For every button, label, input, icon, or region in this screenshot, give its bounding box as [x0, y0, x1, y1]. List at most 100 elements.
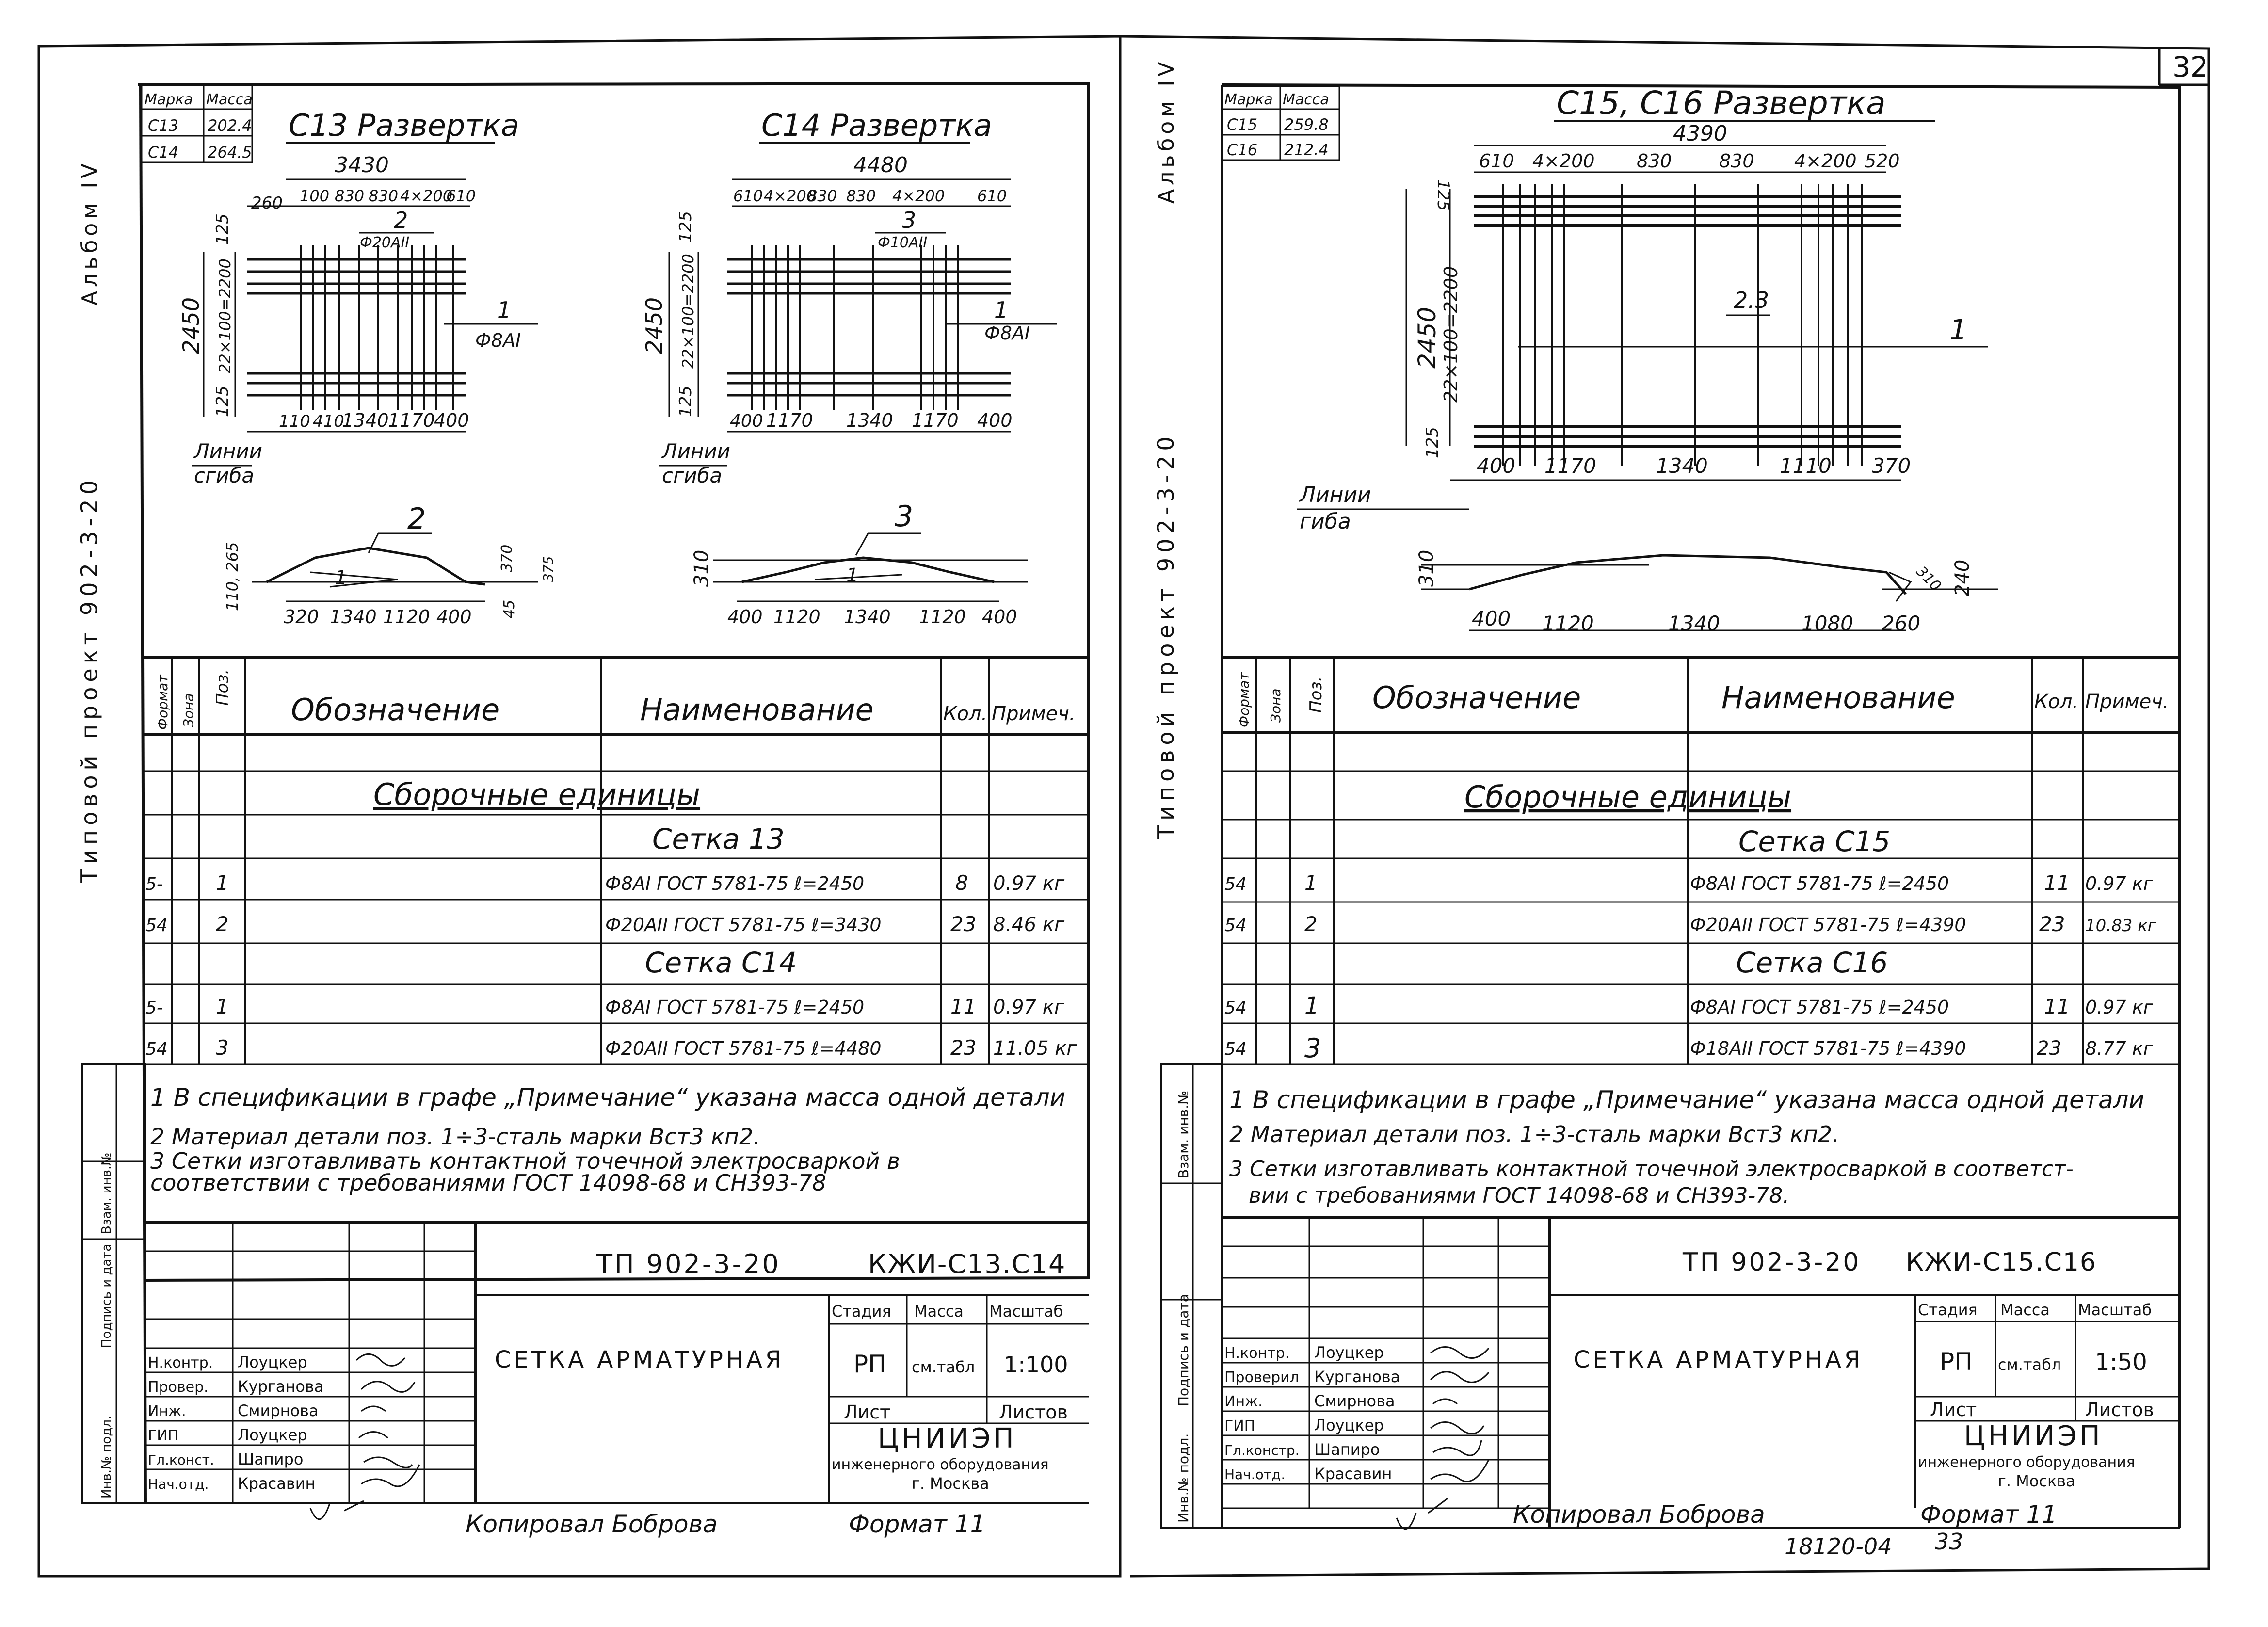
c13-top-dim-3: 830: [335, 187, 364, 205]
c15-prof-bot-4: 1080: [1802, 612, 1853, 635]
r-spec-hdr-format: Формат: [1236, 672, 1252, 727]
c15-top-dim-4: 830: [1719, 150, 1754, 172]
r-spec-hdr-designation: Обозначение: [1372, 680, 1581, 715]
c14-top-dim-5: 4×200: [892, 187, 945, 205]
spec-row-2: 54 2 Ф20АII ГОСТ 5781-75 ℓ=3430 23 8.46 …: [145, 912, 1065, 936]
c15-bend-label-2: гиба: [1300, 509, 1351, 534]
r-spec-row-1: 54 1 Ф8АI ГОСТ 5781-75 ℓ=2450 11 0.97 кг: [1224, 871, 2154, 895]
right-title-block: ТП 902-3-20 КЖИ-С15.С16 СЕТКА АРМАТУРНАЯ…: [1222, 1216, 2180, 1530]
right-notes: 1 В спецификации в графе „Примечание“ ук…: [1229, 1086, 2144, 1208]
c15-mesh-trans: [1502, 184, 1863, 466]
r-spec-row-3-format: 54: [1224, 998, 1247, 1018]
mass-c14-mark: С14: [148, 143, 178, 161]
c13-bot-dim-1: 110: [279, 412, 310, 431]
left-person-1: Лоуцкер: [238, 1353, 307, 1371]
c14-prof-bot-1: 400: [727, 606, 763, 628]
spec-row-3: 5- 1 Ф8АI ГОСТ 5781-75 ℓ=2450 11 0.97 кг: [145, 995, 1065, 1018]
r-spec-row-2-qty: 23: [2039, 912, 2065, 936]
right-footer-number: 18120-04: [1785, 1533, 1892, 1560]
left-role-2: Провер.: [148, 1379, 209, 1396]
c14-top-dim-1: 610: [733, 187, 763, 205]
c14-edge-top: 125: [676, 211, 695, 242]
c15-bar-23: 2.3: [1734, 287, 1769, 313]
c14-mesh-trans: [751, 245, 959, 410]
r-spec-row-4-note: 8.77 кг: [2085, 1038, 2154, 1059]
spec-row-2-format: 54: [145, 916, 168, 935]
r-spec-row-2-pos: 2: [1304, 912, 1318, 936]
left-tb-org-sub: инженерного оборудования: [832, 1456, 1049, 1473]
sheet-number: 32: [2172, 50, 2208, 83]
spec-row-4-pos: 3: [216, 1036, 229, 1060]
c15-height-total: 2450: [1413, 307, 1441, 369]
right-note-3: 3 Сетки изготавливать контактной точечно…: [1229, 1157, 2074, 1181]
c14-drawing: С14 Развертка 4480 610 4×200 830 830 4×2…: [641, 108, 1057, 628]
c14-bend-label-2: сгиба: [662, 464, 722, 487]
right-person-5: Шапиро: [1314, 1440, 1380, 1459]
right-person-1: Лоуцкер: [1314, 1343, 1384, 1362]
right-stamp-inv: Инв.№ подл.: [1175, 1434, 1191, 1523]
right-tb-code: ТП 902-3-20: [1682, 1248, 1861, 1277]
c14-prof-bot-4: 1120: [919, 606, 966, 628]
c15-bot-dim-4: 1110: [1780, 454, 1832, 478]
c13-profile-inner: 1: [335, 567, 347, 589]
left-tb-name: СЕТКА АРМАТУРНАЯ: [495, 1346, 784, 1373]
c13-top-dim-4: 830: [369, 187, 398, 205]
c13-drawing: С13 Развертка 3430 260 100 830 830 4×200…: [178, 108, 556, 628]
left-tb-scale-hdr: Масштаб: [989, 1302, 1063, 1321]
r-spec-group-1-name: Сетка С15: [1738, 825, 1890, 858]
c13-bar2-label: 2: [394, 207, 408, 233]
right-stamp-replace: Взам. инв.№: [1175, 1091, 1191, 1178]
c14-top-dim-3: 830: [807, 187, 837, 205]
left-note-3: 3 Сетки изготавливать контактной точечно…: [150, 1148, 900, 1174]
c15-prof-bot-2: 1120: [1542, 612, 1594, 635]
spec-row-4-note: 11.05 кг: [993, 1037, 1077, 1060]
c13-bot-dim-2: 410: [313, 412, 344, 431]
right-footer-format: Формат 11: [1920, 1500, 2057, 1529]
right-role-3: Инж.: [1224, 1393, 1263, 1410]
mass-hdr-mass: Масса: [206, 91, 253, 108]
r-spec-row-3-name: Ф8АI ГОСТ 5781-75 ℓ=2450: [1690, 997, 1949, 1018]
c15-title: С15, С16 Развертка: [1557, 84, 1886, 122]
r-spec-group-2-name: Сетка С16: [1736, 946, 1888, 979]
spec-row-2-pos: 2: [216, 912, 229, 936]
spec-row-3-qty: 11: [950, 995, 976, 1018]
right-tb-stage: РП: [1940, 1348, 1973, 1376]
right-stamp-sign: Подпись и дата: [1175, 1294, 1191, 1406]
spec-row-2-name: Ф20АII ГОСТ 5781-75 ℓ=3430: [605, 914, 882, 935]
right-sheet: Альбом IV Типовой проект 902-3-20 Марка …: [1153, 58, 2181, 1560]
c15-top-dim-6: 520: [1865, 150, 1900, 172]
left-person-5: Шапиро: [238, 1450, 303, 1468]
left-stamp-replace: Взам. инв.№: [99, 1153, 114, 1234]
right-tb-sheets-hdr: Листов: [2085, 1399, 2154, 1420]
c13-edge-bottom: 125: [213, 386, 232, 417]
right-role-4: ГИП: [1224, 1418, 1255, 1434]
right-tb-city: г. Москва: [1998, 1472, 2075, 1490]
c14-prof-bot-3: 1340: [844, 606, 891, 628]
c14-bot-dim-2: 1170: [766, 410, 813, 431]
r-spec-row-1-format: 54: [1224, 874, 1247, 894]
spec-row-3-format: 5-: [145, 998, 163, 1018]
spec-row-1-pos: 1: [216, 871, 229, 895]
left-role-5: Гл.конст.: [148, 1452, 214, 1468]
c15-bend-label: Линии: [1299, 483, 1371, 507]
right-footer-page: 33: [1935, 1529, 1963, 1555]
c14-prof-bot-2: 1120: [773, 606, 820, 628]
c15-bot-dim-1: 400: [1477, 454, 1515, 478]
c13-profile-left-dim: 110, 265: [223, 542, 241, 612]
left-stamp-inv: Инв.№ подл.: [99, 1416, 114, 1498]
right-tb-scale-hdr: Масштаб: [2078, 1301, 2152, 1319]
c15-bot-dim-5: 370: [1872, 454, 1911, 478]
left-tb-stage: РП: [853, 1350, 886, 1378]
left-tb-scale: 1:100: [1004, 1352, 1068, 1378]
c15-bot-dim-2: 1170: [1544, 454, 1596, 478]
spec-row-3-note: 0.97 кг: [993, 996, 1065, 1018]
right-tb-mass-hdr: Масса: [2000, 1301, 2050, 1319]
c14-profile-pos: 3: [895, 499, 913, 533]
c15-bar-1: 1: [1949, 313, 1967, 346]
spec-hdr-note: Примеч.: [992, 703, 1076, 725]
c13-bend-label-2: сгиба: [194, 464, 254, 487]
c15-profile-left-dim: 310: [1415, 550, 1438, 587]
right-tb-name: СЕТКА АРМАТУРНАЯ: [1574, 1346, 1863, 1373]
left-title-block: ТП 902-3-20 КЖИ-С13.С14 СЕТКА АРМАТУРНАЯ…: [145, 1221, 1089, 1520]
c13-profile-right-dim-2: 375: [540, 556, 556, 582]
